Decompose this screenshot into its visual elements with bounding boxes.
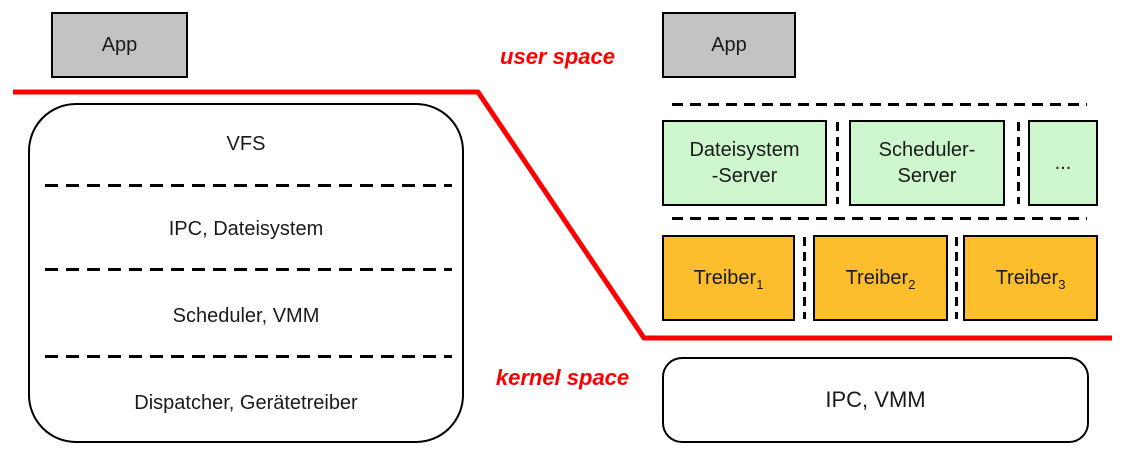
monolithic-app-box: App [51, 12, 188, 78]
driver-box-1: Treiber1 [662, 235, 795, 321]
server-row-top-dashed [672, 103, 1087, 106]
server-box-more: ... [1028, 120, 1098, 206]
driver-label: Treiber2 [845, 266, 916, 292]
layer-vfs: VFS [226, 133, 266, 155]
layer-separator-dashed [45, 184, 452, 187]
server-box-dateisystem: Dateisystem -Server [662, 120, 827, 206]
server-label-line1: Scheduler- [878, 139, 976, 161]
server-label-line2: -Server [711, 165, 778, 187]
server-box-scheduler: Scheduler- Server [849, 120, 1005, 206]
driver-label: Treiber3 [995, 266, 1066, 292]
server-separator-dashed [1017, 122, 1020, 204]
driver-row-top-dashed [672, 217, 1087, 220]
layer-dispatcher-geraetetreiber: Dispatcher, Gerätetreiber [134, 392, 358, 414]
monolithic-kernel-box: VFS IPC, Dateisystem Scheduler, VMM Disp… [28, 103, 464, 443]
driver-box-2: Treiber2 [813, 235, 948, 321]
driver-separator-dashed [955, 237, 958, 319]
driver-label: Treiber1 [693, 266, 764, 292]
layer-separator-dashed [45, 268, 452, 271]
microkernel-app-label: App [711, 33, 747, 56]
layer-separator-dashed [45, 355, 452, 358]
server-separator-dashed [836, 122, 839, 204]
server-label-line2: Server [897, 165, 957, 187]
driver-box-3: Treiber3 [963, 235, 1098, 321]
server-label-line1: Dateisystem [689, 139, 800, 161]
user-space-label: user space [500, 44, 615, 69]
monolithic-app-label: App [101, 33, 138, 56]
kernel-space-label: kernel space [495, 365, 630, 390]
layer-ipc-dateisystem: IPC, Dateisystem [168, 218, 324, 240]
microkernel-kernel-box: IPC, VMM [662, 357, 1089, 443]
microkernel-app-box: App [662, 12, 796, 78]
driver-separator-dashed [803, 237, 806, 319]
server-label-ellipsis: ... [1054, 152, 1072, 174]
layer-scheduler-vmm: Scheduler, VMM [172, 305, 320, 327]
microkernel-kernel-label: IPC, VMM [825, 387, 926, 412]
